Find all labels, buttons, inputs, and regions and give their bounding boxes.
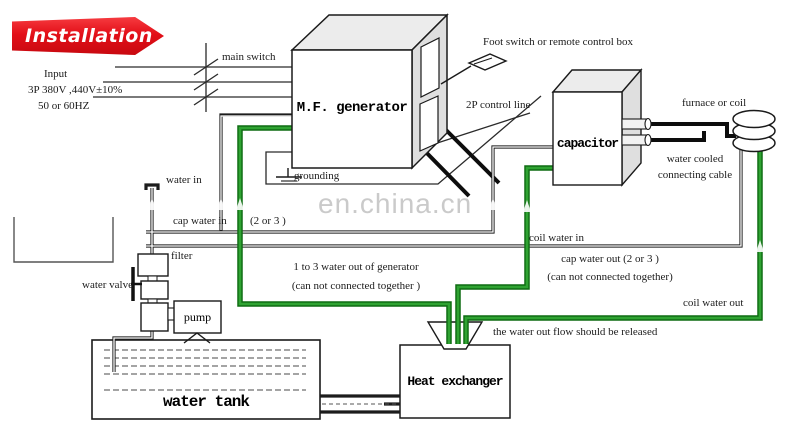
- cap-water-in-qty: (2 or 3 ): [250, 215, 286, 227]
- generator-out-note: 1 to 3 water out of generator (can not c…: [280, 261, 432, 293]
- filter-label: filter: [171, 250, 193, 262]
- filter-valve-assembly: [137, 253, 169, 332]
- generator-title: M.F. generator: [296, 100, 408, 116]
- pump-label: pump: [183, 309, 212, 324]
- water-valve-label: water valve: [82, 279, 133, 291]
- water-tank-title: water tank: [162, 393, 250, 411]
- reservoir-outline: [13, 217, 114, 263]
- generator-box: [290, 13, 449, 170]
- watermark-text: en.china.cn: [318, 188, 473, 219]
- installation-banner: Installation: [12, 17, 164, 55]
- input-freq-label: 50 or 60HZ: [38, 100, 90, 112]
- heat-exchanger-title: Heat exchanger: [407, 374, 503, 389]
- cap-out-line2: (can not connected together): [547, 271, 673, 283]
- coil-water-in-label: coil water in: [529, 232, 584, 244]
- coil-water-out-label: coil water out: [683, 297, 744, 309]
- cable-note-line2: connecting cable: [657, 169, 733, 181]
- water-valve-symbol: [131, 267, 142, 301]
- control-line-label: 2P control line: [466, 99, 531, 111]
- main-switch-label: main switch: [222, 51, 276, 63]
- capacitor-box: [551, 68, 652, 187]
- water-in-lines: [112, 113, 743, 414]
- pump-box: [167, 300, 222, 344]
- water-out-pipes: [237, 125, 763, 344]
- grounding-label: grounding: [294, 170, 340, 182]
- cap-out-note: cap water out (2 or 3 ) (can not connect…: [535, 253, 685, 284]
- water-cooled-cable: [648, 122, 736, 142]
- cap-out-line1: cap water out (2 or 3 ): [561, 253, 659, 265]
- water-in-label: water in: [166, 174, 202, 186]
- generator-out-line1: 1 to 3 water out of generator: [293, 261, 419, 273]
- cap-water-in-label: cap water in: [173, 215, 227, 227]
- grounding-symbol: [276, 168, 302, 182]
- foot-switch-label: Foot switch or remote control box: [483, 36, 634, 48]
- input-title-label: Input: [44, 68, 68, 80]
- banner-label: Installation: [25, 25, 153, 47]
- water-tank-box: [91, 339, 321, 420]
- flow-arrows: [148, 198, 764, 252]
- foot-switch-pedal: [440, 53, 508, 85]
- capacitor-terminals: [621, 117, 652, 147]
- furnace-label: furnace or coil: [682, 97, 747, 109]
- cable-note-line1: water cooled: [666, 153, 724, 165]
- release-note-label: the water out flow should be released: [493, 326, 658, 338]
- heat-exchanger-box: [399, 344, 511, 419]
- input-spec-label: 3P 380V ,440V±10%: [28, 84, 123, 96]
- power-wires: [93, 43, 292, 112]
- cable-note: water cooled connecting cable: [645, 153, 745, 182]
- generator-out-line2: (can not connected together ): [291, 280, 421, 292]
- furnace-coil: [732, 109, 776, 153]
- capacitor-title: capacitor: [556, 135, 619, 151]
